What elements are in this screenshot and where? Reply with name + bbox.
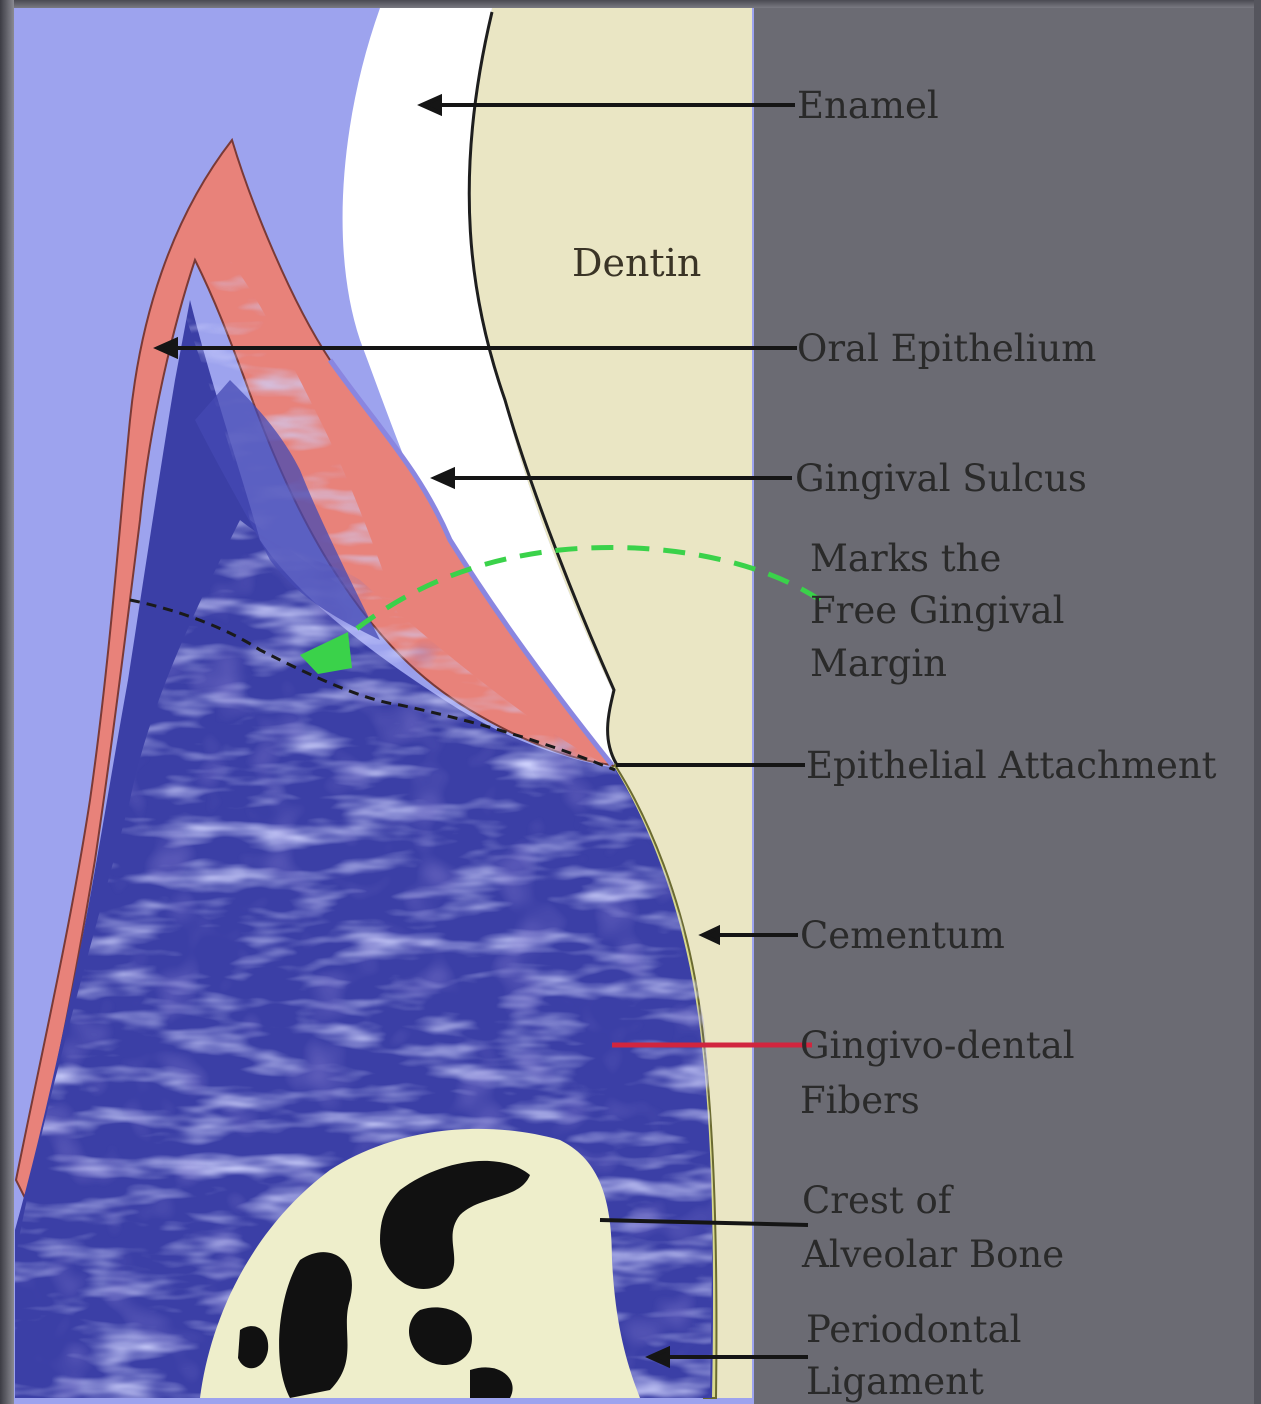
cementum-label: Cementum xyxy=(800,914,1005,957)
enamel-label: Enamel xyxy=(797,84,939,127)
free-margin-label-line2: Free Gingival xyxy=(810,589,1064,632)
gingivo-dental-label-line2: Fibers xyxy=(800,1079,920,1122)
crest-label-line2: Alveolar Bone xyxy=(801,1233,1064,1276)
oral-epithelium-label: Oral Epithelium xyxy=(797,327,1096,370)
pdl-label-line2: Ligament xyxy=(806,1360,984,1403)
dentin-label: Dentin xyxy=(572,241,701,285)
pdl-label-line1: Periodontal xyxy=(806,1308,1021,1351)
gingivo-dental-label-line1: Gingivo-dental xyxy=(800,1024,1075,1067)
gingival-sulcus-label: Gingival Sulcus xyxy=(795,457,1087,500)
free-margin-label-line1: Marks the xyxy=(810,537,1001,580)
crest-label-line1: Crest of xyxy=(802,1179,954,1222)
epithelial-attachment-label: Epithelial Attachment xyxy=(806,744,1217,787)
free-margin-label-line3: Margin xyxy=(810,642,947,685)
